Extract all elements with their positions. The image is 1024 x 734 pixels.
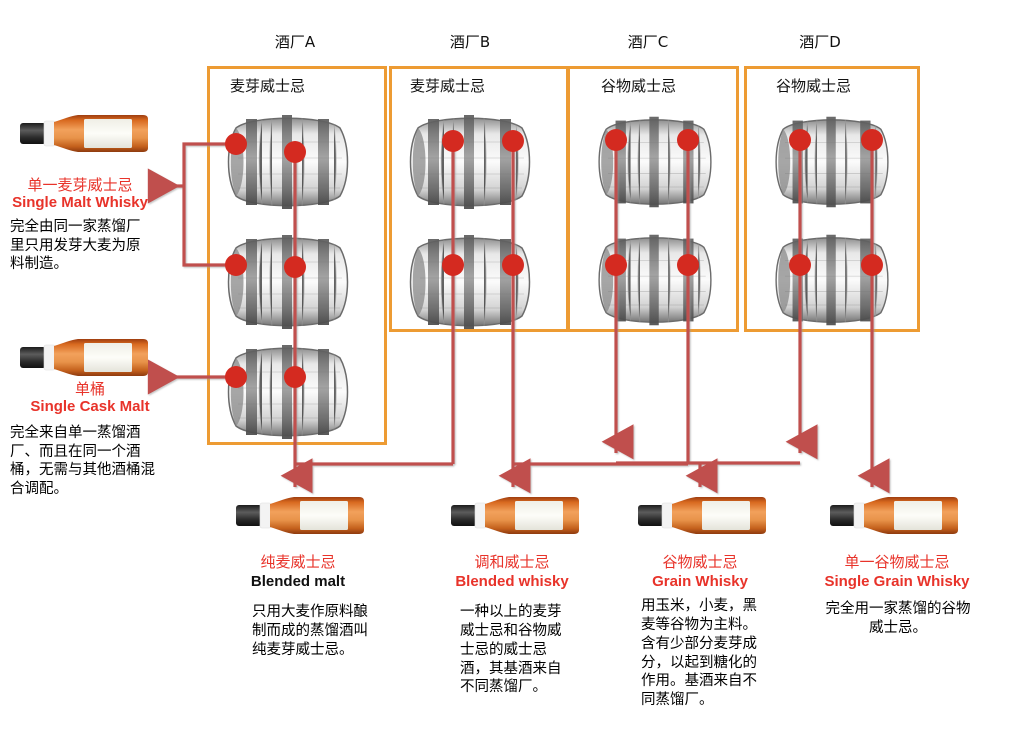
distillery-box-c: [567, 66, 739, 332]
distillery-content-d: 谷物威士忌: [776, 77, 852, 95]
product-name-cn-single-grain-whisky: 单一谷物威士忌: [844, 553, 950, 571]
distillery-content-b: 麦芽威士忌: [410, 77, 486, 95]
distillery-header-c: 酒厂C: [627, 33, 669, 51]
single-cask-description: 完全来自单一蒸馏酒厂、而且在同一个酒桶，无需与其他酒桶混合调配。: [10, 425, 155, 497]
product-name-en-grain-whisky: Grain Whisky: [652, 573, 748, 590]
product-description-grain-whisky: 用玉米，小麦，黑麦等谷物为主料。含有少部分麦芽成分，以起到糖化的作用。基酒来自不…: [641, 598, 757, 709]
distillery-header-d: 酒厂D: [799, 33, 841, 51]
bottle-single-grain-whisky: [822, 488, 962, 544]
single-malt-name-cn: 单一麦芽威士忌: [27, 176, 133, 194]
single-cask-name-en: Single Cask Malt: [30, 398, 150, 415]
bottle-blended-whisky: [443, 488, 583, 544]
barrel-c2: [593, 228, 717, 332]
product-name-en-blended-whisky: Blended whisky: [455, 573, 569, 590]
barrel-a3: [222, 338, 354, 446]
single-malt-name-en: Single Malt Whisky: [12, 194, 148, 211]
product-name-en-blended-malt: Blended malt: [250, 573, 346, 590]
product-description-single-grain-whisky: 完全用一家蒸馏的谷物威士忌。: [825, 601, 971, 636]
product-name-en-single-grain-whisky: Single Grain Whisky: [824, 573, 970, 590]
single-cask-name-cn: 单桶: [74, 380, 105, 398]
product-description-blended-whisky: 一种以上的麦芽威士忌和谷物威士忌的威士忌酒，其基酒来自不同蒸馏厂。: [460, 604, 562, 696]
barrel-b2: [404, 228, 536, 336]
barrel-a1: [222, 108, 354, 216]
barrel-a2: [222, 228, 354, 336]
distillery-content-a: 麦芽威士忌: [230, 77, 306, 95]
distillery-header-b: 酒厂B: [449, 33, 491, 51]
barrel-b1: [404, 108, 536, 216]
product-name-cn-blended-malt: 纯麦威士忌: [260, 553, 336, 571]
distillery-header-a: 酒厂A: [274, 33, 316, 51]
distillery-box-d: [744, 66, 920, 332]
bottle-blended-malt: [228, 488, 368, 544]
product-name-cn-grain-whisky: 谷物威士忌: [662, 553, 738, 571]
barrel-d2: [770, 228, 894, 332]
bottle-single-cask: [12, 330, 152, 386]
barrel-d1: [770, 110, 894, 214]
bottle-single-malt: [12, 106, 152, 162]
barrel-c1: [593, 110, 717, 214]
product-name-cn-blended-whisky: 调和威士忌: [474, 553, 550, 571]
bottle-grain-whisky: [630, 488, 770, 544]
distillery-content-c: 谷物威士忌: [601, 77, 677, 95]
product-description-blended-malt: 只用大麦作原料酿制而成的蒸馏酒叫纯麦芽威士忌。: [252, 604, 368, 658]
single-malt-description: 完全由同一家蒸馏厂里只用发芽大麦为原料制造。: [10, 219, 141, 273]
